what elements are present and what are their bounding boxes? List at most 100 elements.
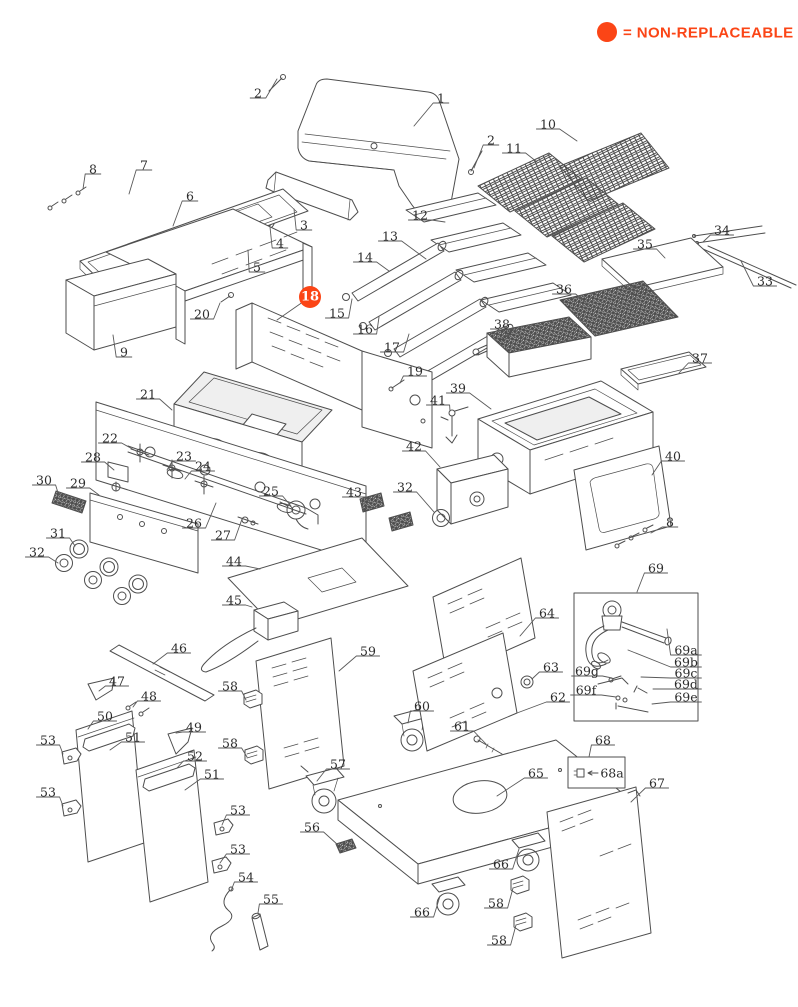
part-leader-39 [445, 392, 492, 410]
lid-screw [468, 150, 483, 175]
long-rods [702, 245, 797, 289]
part-leader-25 [258, 495, 292, 507]
part-leader-22 [97, 442, 137, 452]
burner-tube [342, 240, 447, 302]
part-label-69f: 69f [576, 683, 598, 698]
lid-handle [265, 171, 359, 221]
part-label-24: 24 [195, 459, 211, 474]
part-leader-20 [189, 302, 221, 320]
hose-regulator-detail-box [573, 592, 699, 722]
part-label-11: 11 [506, 141, 522, 156]
part-label-48: 48 [141, 689, 157, 704]
part-label-69b: 69b [674, 655, 698, 670]
part-leader-58 [217, 690, 247, 701]
part-label-69e: 69e [674, 690, 697, 705]
part-label-22: 22 [102, 431, 118, 446]
part-leader-36 [551, 293, 590, 306]
part-leader-49 [175, 731, 207, 734]
part-leader-24 [184, 470, 216, 480]
part-leader-45 [221, 604, 253, 608]
part-leader-35 [632, 248, 666, 259]
part-leader-47 [98, 685, 130, 692]
cooking-grate [514, 177, 619, 238]
burner-tube [359, 269, 464, 331]
part-label-51: 51 [125, 730, 141, 745]
control-knob [55, 554, 73, 572]
part-leader-69c [640, 676, 702, 679]
part-label-37: 37 [692, 351, 708, 366]
part-leader-68 [588, 744, 616, 758]
igniter-module [107, 461, 129, 492]
side-burner-valve [440, 406, 469, 444]
part-leader-30 [31, 484, 60, 497]
part-label-53: 53 [40, 785, 56, 800]
part-label-58: 58 [491, 933, 507, 948]
part-label-53: 53 [230, 842, 246, 857]
non-replaceable-dot [597, 22, 617, 42]
bracket-screws [125, 701, 150, 717]
control-panel [89, 492, 199, 574]
cooking-grate [551, 202, 656, 263]
part-leader-62 [516, 701, 571, 714]
part-label-56: 56 [304, 820, 320, 835]
part-leader-54 [230, 881, 259, 892]
part-label-23: 23 [176, 449, 192, 464]
part-leader-59 [338, 655, 381, 672]
door-hinge [61, 799, 82, 817]
part-label-50: 50 [97, 709, 113, 724]
part-leader-53 [221, 814, 251, 826]
side-burner-control-box [436, 454, 509, 525]
part-leader-3 [293, 208, 313, 231]
part-label-39: 39 [450, 381, 466, 396]
part-leader-58 [486, 924, 517, 946]
igniter-wire [210, 886, 234, 952]
part-label-1: 1 [437, 91, 445, 106]
part-leader-65 [496, 777, 549, 797]
small-clip [335, 838, 357, 854]
part-label-69a: 69a [674, 643, 698, 658]
part-label-40: 40 [665, 449, 681, 464]
part-label-34: 34 [714, 223, 730, 238]
part-label-31: 31 [50, 526, 66, 541]
part-leader-53 [35, 744, 64, 755]
legend-text: = NON-REPLACEABLE [623, 25, 794, 42]
part-label-69c: 69c [675, 666, 698, 681]
part-label-65: 65 [528, 766, 544, 781]
part-label-69d: 69d [674, 677, 698, 692]
part-label-57: 57 [330, 757, 346, 772]
part-label-9: 9 [120, 345, 128, 360]
panel-clip [513, 912, 533, 932]
part-label-4: 4 [276, 236, 284, 251]
part-leader-8 [650, 526, 679, 534]
part-label-8: 8 [666, 515, 674, 530]
part-leader-50 [87, 720, 118, 730]
part-leader-19 [399, 375, 428, 384]
part-leader-12 [407, 219, 446, 223]
part-leader-67 [630, 787, 670, 803]
part-label-28: 28 [85, 450, 101, 465]
burner-tube [384, 296, 489, 358]
part-leader-51 [184, 778, 225, 791]
part-label-27: 27 [215, 528, 231, 543]
flame-tamer [405, 192, 497, 223]
grommet-cap [520, 675, 534, 689]
part-label-44: 44 [226, 554, 242, 569]
part-label-36: 36 [556, 282, 572, 297]
panel-clip [510, 875, 530, 895]
regulator [279, 500, 309, 530]
part-label-58: 58 [488, 896, 504, 911]
flame-tamer [455, 252, 547, 283]
part-label-67: 67 [649, 776, 665, 791]
part-leader-2 [249, 78, 278, 99]
side-tray [620, 351, 707, 391]
part-label-54: 54 [238, 870, 254, 885]
part-leader-6 [172, 200, 199, 227]
part-leader-60 [407, 710, 435, 724]
part-leader-4 [269, 226, 289, 249]
part-label-47: 47 [109, 674, 125, 689]
side-burner-knob [432, 509, 450, 527]
door-hinge [211, 856, 232, 874]
part-leader-44 [221, 565, 261, 570]
part-leader-27 [210, 518, 243, 541]
part-leader-56 [299, 831, 339, 846]
